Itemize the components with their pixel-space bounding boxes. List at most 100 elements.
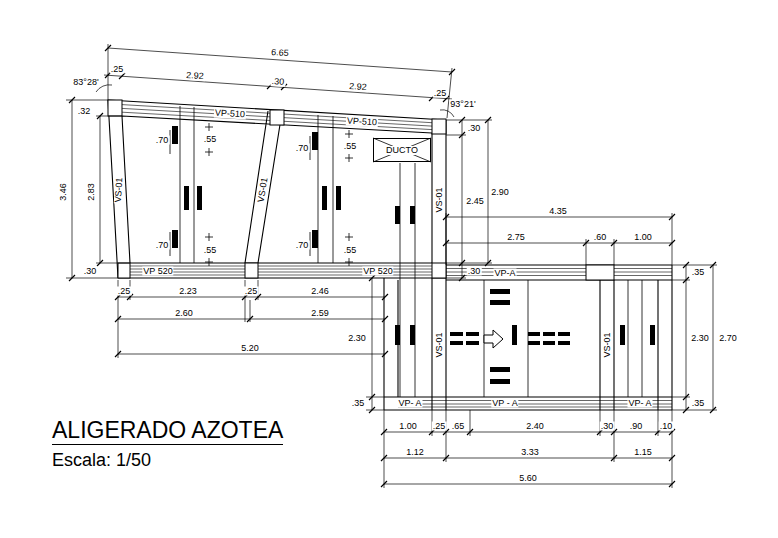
beam-label: VP - A bbox=[491, 399, 518, 408]
rebar bbox=[543, 332, 555, 336]
dimension-label: .70 bbox=[295, 241, 310, 250]
duct-cross bbox=[373, 138, 431, 162]
rebar bbox=[558, 332, 570, 336]
dimension-label: 1.15 bbox=[633, 448, 653, 457]
dimension-label: .25 bbox=[117, 287, 132, 296]
dimension-label: .25 bbox=[244, 287, 259, 296]
dimension-label: 5.60 bbox=[518, 474, 538, 483]
dimension-label: 3.33 bbox=[520, 448, 540, 457]
dimension-label: .25 bbox=[432, 422, 447, 431]
rebar bbox=[184, 186, 189, 210]
rebar bbox=[650, 325, 655, 345]
column bbox=[270, 110, 284, 125]
dimension-label: .35 bbox=[691, 268, 706, 277]
rebar bbox=[620, 325, 625, 345]
beam-label: VP-A bbox=[493, 269, 516, 278]
dimension-label: 2.23 bbox=[178, 287, 198, 296]
rebar bbox=[466, 341, 479, 345]
dimension-label: .70 bbox=[295, 144, 310, 153]
dimension-label: 5.20 bbox=[240, 344, 260, 353]
rebar-marks bbox=[172, 126, 655, 384]
dimension-label: 2.90 bbox=[490, 188, 510, 197]
column bbox=[108, 100, 122, 116]
dimension-label: 1.12 bbox=[405, 448, 425, 457]
column bbox=[432, 119, 446, 134]
beam-label: VS-01 bbox=[114, 176, 124, 203]
beam-label: VP 520 bbox=[142, 267, 173, 276]
rebar bbox=[512, 325, 517, 345]
rebar bbox=[395, 206, 400, 224]
duct-box: DUCTO bbox=[373, 138, 431, 162]
dimension-label: 2.30 bbox=[690, 334, 710, 343]
rebar bbox=[410, 325, 415, 345]
dimension-label: 1.00 bbox=[633, 233, 653, 242]
dimension-label: 6.65 bbox=[270, 48, 290, 58]
dimension-label: .65 bbox=[451, 422, 466, 431]
rebar bbox=[172, 126, 178, 144]
dimension-label: 2.92 bbox=[348, 82, 368, 92]
rebar bbox=[172, 230, 178, 248]
dimension-label: .35 bbox=[691, 399, 706, 408]
rebar bbox=[450, 332, 463, 336]
rebar bbox=[410, 206, 415, 224]
dimension-label: .30 bbox=[467, 267, 482, 276]
dimension-label: .55 bbox=[343, 142, 358, 151]
joist-lines bbox=[180, 106, 642, 397]
dimension-label: 2.59 bbox=[310, 309, 330, 318]
rebar bbox=[312, 230, 318, 248]
dimension-label: .30 bbox=[600, 422, 615, 431]
dimension-label: 2.46 bbox=[310, 287, 330, 296]
column bbox=[432, 263, 446, 278]
dimension-label: 2.40 bbox=[525, 422, 545, 431]
beam-hatch bbox=[122, 105, 672, 407]
column bbox=[586, 265, 614, 280]
beam-label: VP-510 bbox=[346, 117, 379, 128]
dimension-label: .30 bbox=[83, 267, 98, 276]
rebar bbox=[490, 367, 510, 372]
beam-label: VS-01 bbox=[603, 331, 612, 358]
rebar bbox=[490, 379, 510, 384]
direction-arrow bbox=[484, 330, 503, 348]
dimension-label: .30 bbox=[270, 77, 285, 87]
dimension-label: .25 bbox=[110, 65, 125, 74]
dimension-label: .90 bbox=[629, 422, 644, 431]
dimension-label: 2.30 bbox=[347, 334, 367, 343]
dimension-label: .55 bbox=[203, 246, 218, 255]
beam-label: VP- A bbox=[397, 399, 422, 408]
dimension-label: .70 bbox=[155, 241, 170, 250]
beam-label: VS-01 bbox=[435, 331, 444, 358]
dimension-label: 2.83 bbox=[87, 182, 96, 202]
rebar bbox=[490, 300, 510, 305]
beam-label: VS-01 bbox=[435, 186, 444, 213]
rebar bbox=[322, 186, 327, 210]
node-text: DUCTO bbox=[385, 146, 419, 155]
beam-label: VS-01 bbox=[256, 176, 269, 204]
dimension-label: .60 bbox=[593, 233, 608, 242]
scale-caption: Escala: 1/50 bbox=[52, 451, 151, 471]
dimension-label: .55 bbox=[203, 135, 218, 144]
dimension-label: .30 bbox=[467, 124, 482, 133]
dimension-label: 2.60 bbox=[174, 309, 194, 318]
dimension-label: .70 bbox=[155, 136, 170, 145]
drawing-title: ALIGERADO AZOTEA bbox=[52, 418, 283, 445]
spacing-marks bbox=[170, 123, 353, 266]
dimension-label: 1.00 bbox=[398, 422, 418, 431]
dimension-label: .25 bbox=[433, 89, 448, 98]
dimension-label: .35 bbox=[351, 399, 366, 408]
dimension-label: 93°21' bbox=[449, 100, 476, 109]
rebar bbox=[395, 325, 400, 345]
slab-outline bbox=[108, 100, 672, 410]
dimension-label: 83°28' bbox=[72, 78, 99, 87]
dimension-label: 4.35 bbox=[548, 207, 568, 216]
rebar bbox=[490, 289, 510, 294]
columns bbox=[108, 100, 614, 280]
rebar bbox=[450, 341, 463, 345]
dimension-label: .55 bbox=[343, 246, 358, 255]
column bbox=[245, 263, 258, 278]
rebar bbox=[197, 186, 202, 210]
dimension-label: .32 bbox=[77, 107, 92, 116]
beam-label: VP 520 bbox=[362, 267, 393, 276]
rebar bbox=[336, 186, 341, 210]
dimension-label: 3.46 bbox=[59, 182, 68, 202]
